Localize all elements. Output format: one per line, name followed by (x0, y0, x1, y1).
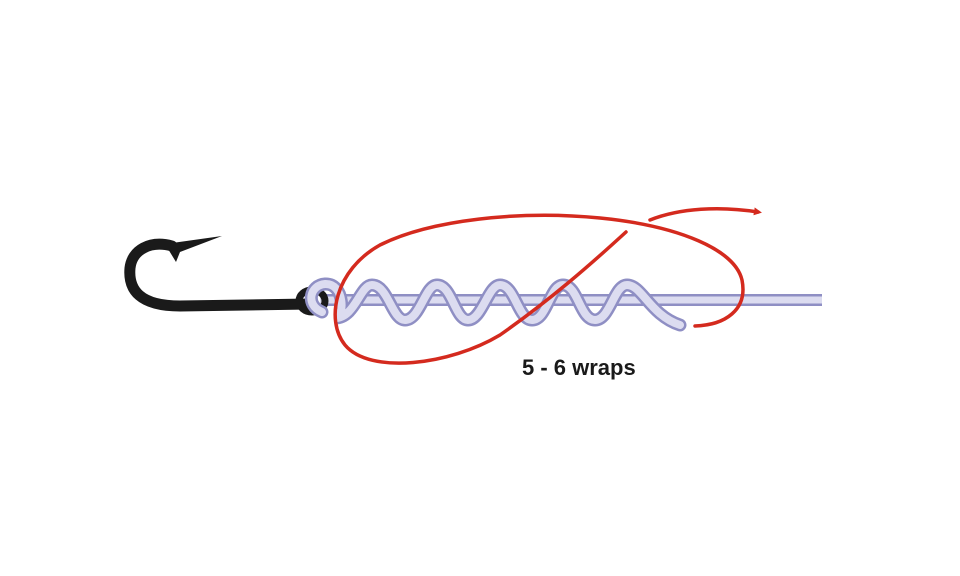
tag-end-line (333, 206, 762, 365)
direction-arrow-icon (648, 206, 762, 222)
wraps-annotation: 5 - 6 wraps (522, 355, 636, 380)
hook-icon (124, 236, 329, 316)
